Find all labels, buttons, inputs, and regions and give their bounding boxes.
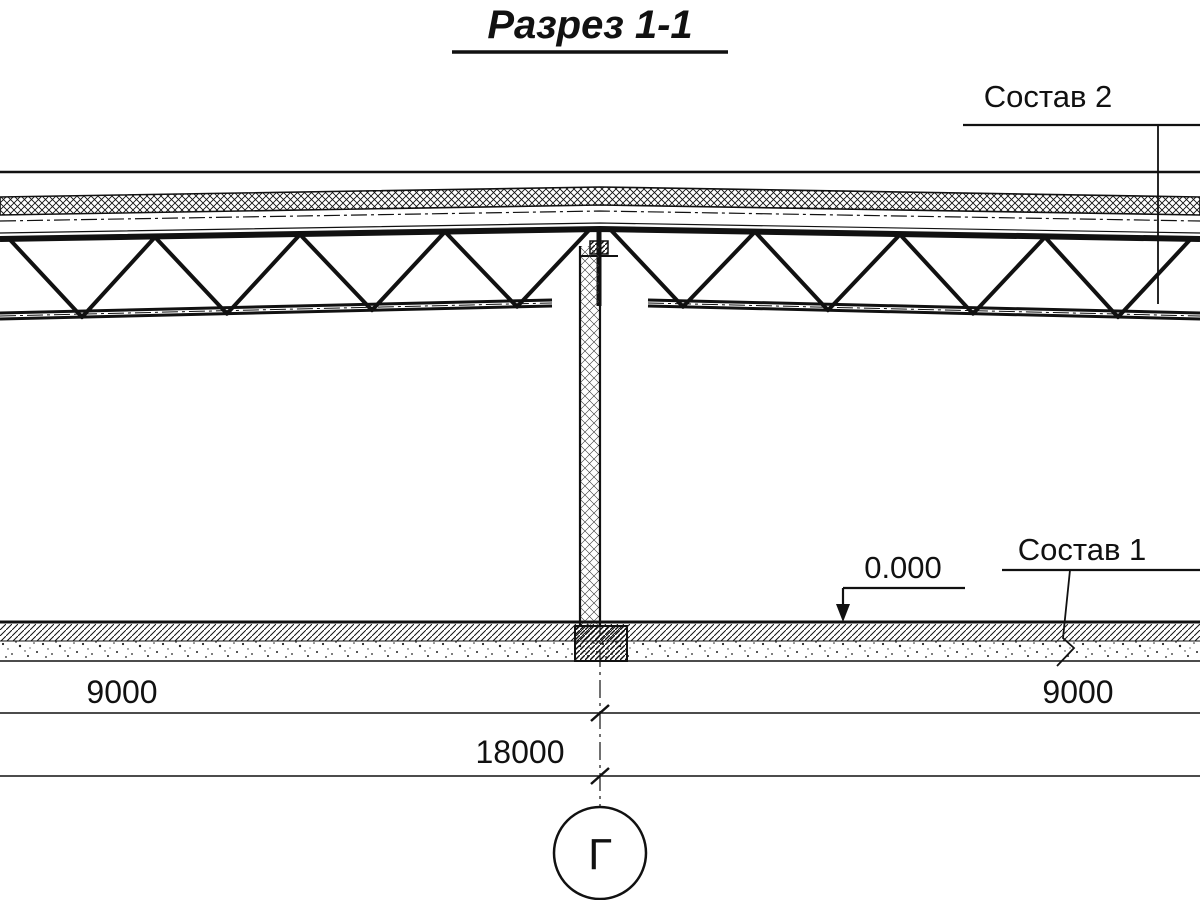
- axis-label: Г: [588, 830, 612, 879]
- dim-span-left: 9000: [86, 674, 157, 710]
- column-shaft-fill: [580, 246, 600, 625]
- column: [578, 229, 618, 625]
- truss-left-bottom-chord-centerline: [0, 302, 553, 317]
- truss-left-diagonals: [8, 227, 592, 320]
- column-footing: [574, 625, 628, 662]
- drawing-title: Разрез 1-1: [452, 3, 728, 54]
- composition-2-label: Состав 2: [984, 79, 1113, 114]
- truss-left-bottom-chord-bottom: [0, 304, 553, 321]
- truss-right-bottom-chord-bottom: [647, 304, 1200, 321]
- roof-centerline: [0, 210, 1200, 222]
- composition-1-label: Состав 1: [1018, 532, 1147, 567]
- truss-right-bottom-chord-top: [647, 298, 1200, 315]
- composition-1-leader: [1056, 569, 1076, 667]
- top-chord-upper-line: [0, 222, 1200, 234]
- axis-circle: [552, 805, 648, 900]
- truss-right-diagonals: [608, 227, 1192, 320]
- truss-right: [608, 227, 1200, 321]
- callout-composition-2: Состав 2: [963, 79, 1200, 304]
- truss-right-bottom-chord-centerline: [647, 302, 1200, 317]
- truss-left-bottom-chord-top: [0, 298, 553, 315]
- callout-composition-1: Состав 1: [1002, 532, 1200, 667]
- dim-span-right: 9000: [1042, 674, 1113, 710]
- elevation-arrowhead: [836, 604, 850, 622]
- elevation-mark: 0.000: [836, 550, 965, 622]
- page-title: Разрез 1-1: [487, 3, 692, 47]
- dim-total-span: 18000: [476, 734, 565, 770]
- roofing-layers-band: [0, 186, 1200, 216]
- roof-assembly: [0, 170, 1200, 242]
- elevation-value: 0.000: [864, 550, 942, 585]
- axis-marker: Г: [552, 618, 648, 900]
- truss-left: [0, 227, 592, 321]
